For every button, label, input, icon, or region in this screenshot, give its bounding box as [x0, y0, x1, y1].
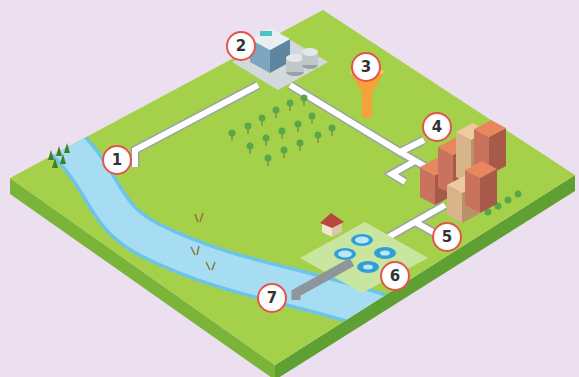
callout-number: 3 [351, 52, 381, 82]
trees [229, 95, 522, 216]
river [45, 125, 410, 322]
pine-trees [48, 143, 70, 168]
callout-number: 2 [226, 31, 256, 61]
callout-number: 7 [257, 283, 287, 313]
callout-number: 6 [380, 261, 410, 291]
callout-number: 5 [432, 222, 462, 252]
water-pipes [135, 85, 445, 243]
reeds [191, 213, 215, 270]
callout-number: 4 [422, 112, 452, 142]
callout-number: 1 [102, 145, 132, 175]
outlet-pipe [296, 262, 352, 300]
ground-top [10, 10, 575, 365]
